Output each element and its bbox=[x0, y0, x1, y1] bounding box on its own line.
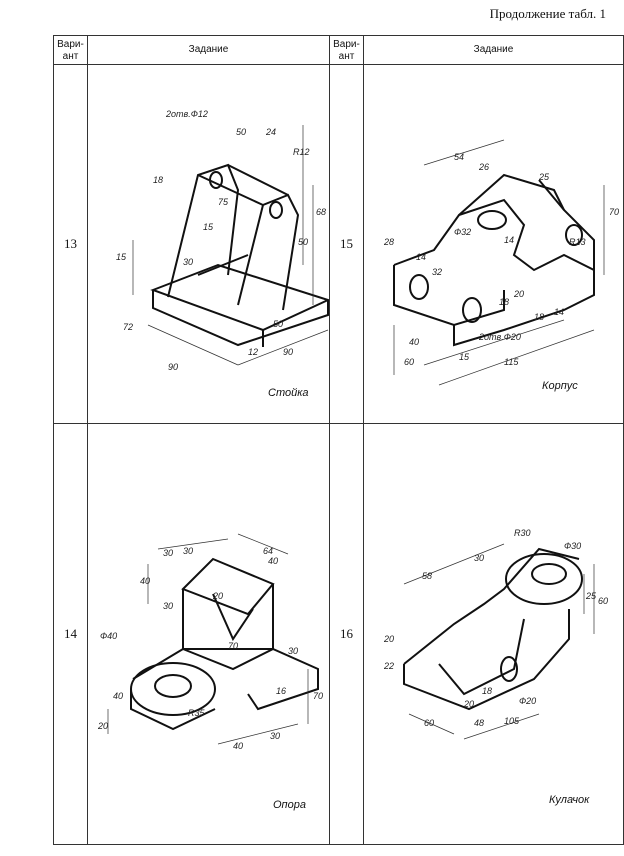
variant-number-14: 14 bbox=[53, 423, 88, 845]
dim-label: 18 bbox=[534, 312, 544, 322]
dim-label: 2отв.Ф20 bbox=[478, 332, 521, 342]
dim-label: 14 bbox=[554, 307, 564, 317]
drawing-korpus: 54 26 25 Ф32 28 14 32 70 R13 14 40 18 20… bbox=[383, 139, 619, 386]
variant-number-16: 16 bbox=[329, 423, 364, 845]
dim-label: 18 bbox=[482, 686, 492, 696]
dim-label: R30 bbox=[514, 528, 531, 538]
dim-label: 30 bbox=[183, 257, 193, 267]
continuation-label: Продолжение табл. 1 bbox=[489, 6, 606, 21]
dim-label: 40 bbox=[233, 741, 243, 751]
dim-label: 14 bbox=[504, 235, 514, 245]
dim-label: 18 bbox=[499, 297, 509, 307]
dim-label: 30 bbox=[183, 546, 193, 556]
dim-label: 30 bbox=[270, 731, 280, 741]
drawing-cell-14: 30 30 64 40 40 30 20 Ф40 70 30 40 R35 16… bbox=[87, 423, 330, 845]
caption-15: Корпус bbox=[542, 380, 578, 392]
dim-label: 24 bbox=[265, 127, 276, 137]
dim-label: R35 bbox=[188, 708, 206, 718]
dim-label: 2отв.Ф12 bbox=[165, 109, 208, 119]
dim-label: 40 bbox=[268, 556, 278, 566]
dim-label: 16 bbox=[276, 686, 286, 696]
dim-label: 64 bbox=[263, 546, 273, 556]
dim-label: 54 bbox=[454, 152, 464, 162]
drawing-cell-15: 54 26 25 Ф32 28 14 32 70 R13 14 40 18 20… bbox=[363, 64, 624, 424]
dim-label: 18 bbox=[153, 175, 163, 185]
header-variant-right: Вари-ант bbox=[329, 35, 364, 65]
drawing-cell-16: R30 Ф30 30 58 25 60 20 22 20 18 Ф20 60 4… bbox=[363, 423, 624, 845]
dim-label: 105 bbox=[504, 716, 520, 726]
dim-label: 60 bbox=[424, 718, 434, 728]
dim-label: 68 bbox=[316, 207, 326, 217]
dim-label: 26 bbox=[478, 162, 489, 172]
dim-label: 58 bbox=[422, 571, 432, 581]
drawing-cell-13: 2отв.Ф12 50 24 R12 18 75 15 15 30 50 68 … bbox=[87, 64, 330, 424]
drawing-stoika: 2отв.Ф12 50 24 R12 18 75 15 15 30 50 68 … bbox=[116, 109, 329, 372]
dim-label: 15 bbox=[459, 352, 470, 362]
dim-label: 14 bbox=[416, 252, 426, 262]
task-table: Вари-ант Задание Вари-ант Задание 13 bbox=[53, 35, 624, 845]
dim-label: 70 bbox=[228, 641, 238, 651]
header-task-left: Задание bbox=[87, 35, 330, 65]
dim-label: 50 bbox=[236, 127, 246, 137]
dim-label: 15 bbox=[203, 222, 214, 232]
dim-label: Ф30 bbox=[564, 541, 581, 551]
dim-label: 22 bbox=[383, 661, 394, 671]
variant-number-15: 15 bbox=[329, 64, 364, 424]
header-task-right: Задание bbox=[363, 35, 624, 65]
caption-16: Кулачок bbox=[549, 794, 590, 806]
dim-label: 70 bbox=[313, 691, 323, 701]
dim-label: 90 bbox=[168, 362, 178, 372]
header-variant-left: Вари-ант bbox=[53, 35, 88, 65]
dim-label: 48 bbox=[474, 718, 484, 728]
dim-label: 20 bbox=[513, 289, 524, 299]
dim-label: 50 bbox=[273, 319, 283, 329]
dim-label: 60 bbox=[598, 596, 608, 606]
dim-label: 60 bbox=[404, 357, 414, 367]
dim-label: 70 bbox=[609, 207, 619, 217]
dim-label: 72 bbox=[123, 322, 133, 332]
dim-label: 20 bbox=[383, 634, 394, 644]
dim-label: 115 bbox=[504, 357, 519, 367]
dim-label: 25 bbox=[538, 172, 550, 182]
drawing-kulachok: R30 Ф30 30 58 25 60 20 22 20 18 Ф20 60 4… bbox=[383, 528, 608, 740]
dim-label: 30 bbox=[288, 646, 298, 656]
dim-label: 40 bbox=[140, 576, 150, 586]
dim-label: 30 bbox=[163, 548, 173, 558]
dim-label: 32 bbox=[432, 267, 442, 277]
dim-label: 40 bbox=[409, 337, 419, 347]
dim-label: 15 bbox=[116, 252, 127, 262]
caption-13: Стойка bbox=[268, 387, 309, 399]
drawing-opora: 30 30 64 40 40 30 20 Ф40 70 30 40 R35 16… bbox=[97, 533, 323, 751]
dim-label: Ф32 bbox=[454, 227, 471, 237]
dim-label: 40 bbox=[113, 691, 123, 701]
dim-label: R12 bbox=[293, 147, 310, 157]
variant-number-13: 13 bbox=[53, 64, 88, 424]
dim-label: 30 bbox=[163, 601, 173, 611]
dim-label: Ф40 bbox=[100, 631, 117, 641]
dim-label: Ф20 bbox=[519, 696, 536, 706]
dim-label: 30 bbox=[474, 553, 484, 563]
caption-14: Опора bbox=[273, 799, 306, 811]
dim-label: 20 bbox=[97, 721, 108, 731]
dim-label: 20 bbox=[463, 699, 474, 709]
dim-label: 12 bbox=[248, 347, 258, 357]
dim-label: 28 bbox=[383, 237, 394, 247]
dim-label: 75 bbox=[218, 197, 229, 207]
dim-label: R13 bbox=[569, 237, 586, 247]
dim-label: 50 bbox=[298, 237, 308, 247]
dim-label: 90 bbox=[283, 347, 293, 357]
dim-label: 20 bbox=[212, 591, 223, 601]
dim-label: 25 bbox=[585, 591, 597, 601]
